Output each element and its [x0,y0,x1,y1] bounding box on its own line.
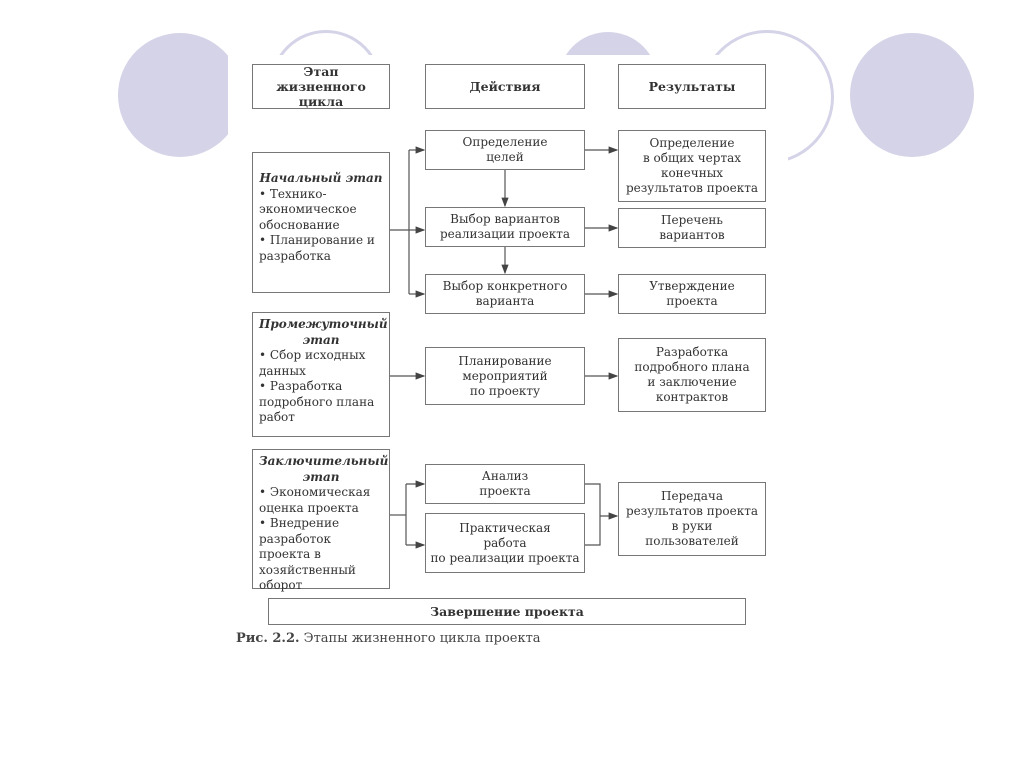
caption-label: Рис. 2.2. [236,631,300,646]
result-approval: Утверждение проекта [618,274,766,314]
action-choose-specific: Выбор конкретного варианта [425,274,585,314]
stage-item: • Разработка подробного плана работ [259,379,375,424]
action-analysis: Анализ проекта [425,464,585,504]
decor-circle-5 [850,33,974,157]
stage-title: Начальный этап [259,171,383,185]
stage-final: Заключительный этап • Экономическая оцен… [252,449,390,592]
figure-caption: Рис. 2.2. Этапы жизненного цикла проекта [236,631,541,646]
stage-initial: Начальный этап • Технико-экономическое о… [252,152,390,293]
action-choose-options: Выбор вариантов реализации проекта [425,207,585,247]
stage-item: • Экономическая оценка проекта [259,485,371,515]
result-handover: Передача результатов проекта в руки поль… [618,482,766,556]
action-define-goals: Определение целей [425,130,585,170]
stage-item: • Сбор исходных данных [259,348,366,378]
stage-item: • Технико-экономическое обоснование [259,186,357,232]
stage-item: • Внедрение разработок проекта в хозяйст… [259,516,356,592]
project-completion-box: Завершение проекта [268,598,746,625]
header-results: Результаты [618,64,766,109]
decor-circle-1 [118,33,242,157]
caption-text: Этапы жизненного цикла проекта [299,631,541,646]
stage-title: Заключительный этап [259,454,389,484]
header-actions: Действия [425,64,585,109]
result-general-outline: Определение в общих чертах конечных резу… [618,130,766,202]
stage-intermediate: Промежуточный этап • Сбор исходных данны… [252,312,390,437]
result-options-list: Перечень вариантов [618,208,766,248]
header-stage: Этап жизненного цикла [252,64,390,109]
stage-title: Промежуточный этап [259,317,388,347]
action-plan-activities: Планирование мероприятий по проекту [425,347,585,405]
stage-item: • Планирование и разработка [259,233,375,263]
result-detailed-plan: Разработка подробного плана и заключение… [618,338,766,412]
action-practical-work: Практическая работа по реализации проект… [425,513,585,573]
